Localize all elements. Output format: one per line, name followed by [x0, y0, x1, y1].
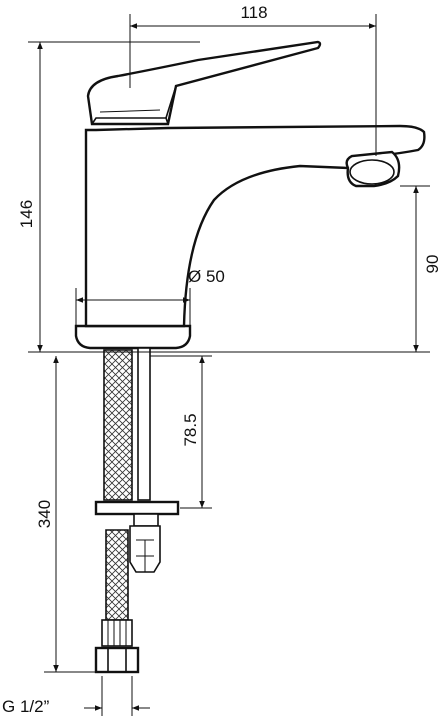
dim-body-diameter: Ø 50: [188, 267, 225, 286]
dim-thread: G 1/2”: [2, 697, 50, 716]
dim-width-top: 118: [240, 3, 267, 22]
dim-tail-length: 78.5: [181, 413, 200, 446]
faucet-body: [74, 40, 426, 350]
braided-hose: [103, 349, 133, 501]
dim-spout-height: 90: [423, 255, 442, 274]
dim-hose-length: 340: [35, 500, 54, 528]
hose-assembly: [94, 347, 180, 674]
dimension-lines: [28, 14, 430, 716]
braided-hose-lower: [105, 529, 129, 621]
dim-height-total: 146: [17, 200, 36, 228]
